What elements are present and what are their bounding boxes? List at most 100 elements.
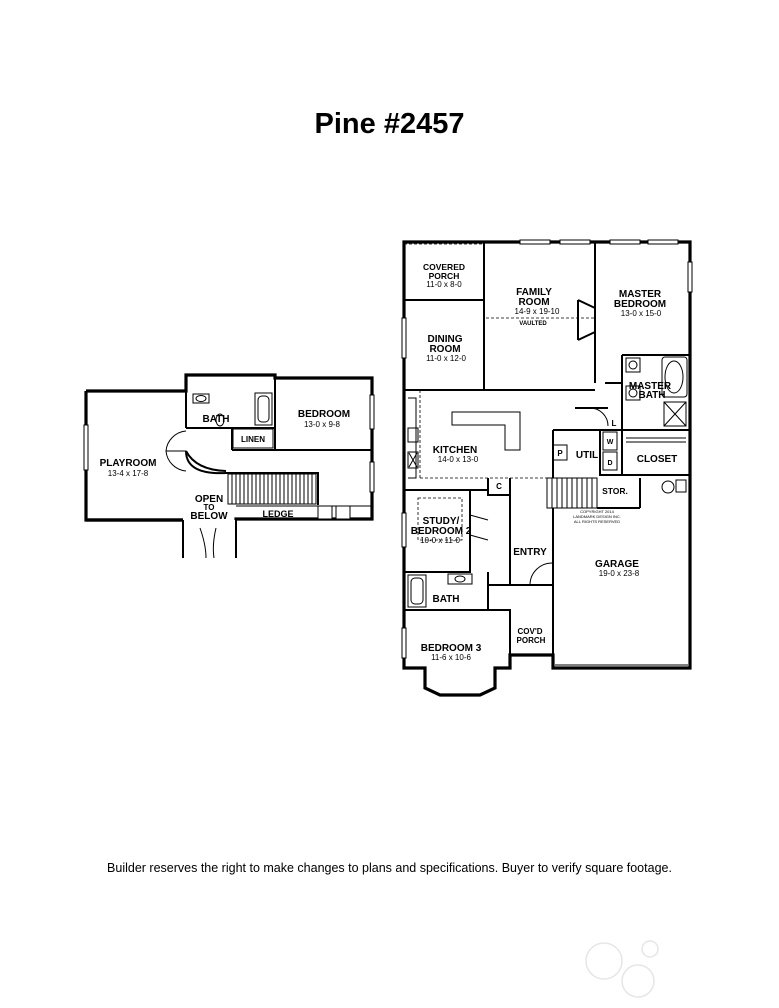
main-floor-outline [402, 240, 692, 697]
open-to-below-label-1: OPEN [195, 494, 223, 505]
playroom-dimensions: 13-4 x 17-8 [108, 469, 149, 478]
range-icon [407, 451, 419, 469]
stair-down-walls [182, 520, 237, 558]
closet-label: CLOSET [637, 454, 678, 465]
open-to-below-label-2: TO [204, 503, 215, 512]
vaulted-note: VAULTED [519, 321, 547, 327]
c-closet-walls [487, 478, 511, 496]
copyright-line-1: COPYRIGHT 2014 [580, 509, 614, 514]
sink-icon [447, 573, 473, 585]
entry-label: ENTRY [513, 547, 547, 558]
upper-bedroom-label: BEDROOM [298, 409, 350, 420]
upper-floor-west-wall [84, 391, 183, 522]
storage-walls [597, 478, 641, 509]
playroom-label: PLAYROOM [100, 458, 157, 469]
window [609, 239, 641, 245]
sink-icon [625, 357, 641, 373]
master-bedroom-label-1: MASTER [619, 289, 662, 300]
study-walls [404, 489, 488, 573]
door-swing-icon [165, 430, 187, 452]
kitchen-island-icon [451, 411, 521, 451]
storage-label: STOR. [602, 486, 628, 496]
upper-floor-outline [86, 373, 374, 522]
window [401, 317, 407, 359]
util-label: UTIL [576, 450, 598, 461]
study-label-2: BEDROOM 2 [411, 526, 472, 537]
upper-bath-label: BATH [202, 414, 229, 425]
page-title: Pine #2457 [314, 108, 465, 140]
covered-porch-dimensions: 11-0 x 8-0 [426, 280, 462, 289]
closet-walls [621, 430, 690, 476]
master-bath-label-1: MASTER [629, 381, 672, 392]
tub-icon [254, 392, 273, 426]
water-heater-icon [661, 480, 675, 494]
copyright-line-3: ALL RIGHTS RESERVED [574, 519, 620, 524]
family-room-dimensions: 14-9 x 19-10 [515, 307, 560, 316]
linen-label: LINEN [241, 435, 265, 444]
stairs-icon [546, 477, 598, 509]
covered-porch-label-1: COVERED [423, 262, 465, 272]
window [647, 239, 679, 245]
study-label-1: STUDY/ [423, 516, 460, 527]
master-bath-label-2: BATH [638, 390, 665, 401]
upper-bedroom-dimensions: 13-0 x 9-8 [304, 420, 341, 429]
window [369, 461, 375, 493]
pantry-label: P [557, 449, 563, 458]
watermark-logo-icon [585, 940, 659, 998]
dining-room-label-2: ROOM [429, 344, 460, 355]
bath-label: BATH [432, 594, 459, 605]
c-closet-label: C [496, 482, 502, 491]
ledge-label: LEDGE [262, 509, 293, 519]
dining-room-label-1: DINING [428, 334, 463, 345]
window [369, 394, 375, 430]
window [519, 239, 551, 245]
fireplace-icon [577, 299, 596, 341]
disclaimer-text: Builder reserves the right to make chang… [107, 861, 672, 875]
stairs-icon [227, 473, 317, 505]
linen-closet [232, 428, 274, 449]
bedroom3-label: BEDROOM 3 [421, 643, 482, 654]
dining-room-dimensions: 11-0 x 12-0 [426, 354, 466, 363]
family-room-label-2: ROOM [518, 297, 549, 308]
window [559, 239, 591, 245]
sink-icon [407, 427, 419, 443]
family-room-label-1: FAMILY [516, 287, 552, 298]
main-floor-plan: COVERED PORCH 11-0 x 8-0 FAMILY ROOM 14-… [401, 239, 693, 697]
door-swing-icon [589, 407, 609, 427]
master-bedroom-label-2: BEDROOM [614, 299, 666, 310]
shower-icon [663, 401, 687, 427]
tub-icon [407, 574, 427, 608]
linen-l-label: L [612, 419, 617, 428]
toilet-icon [215, 413, 225, 427]
garage-dimensions: 19-0 x 23-8 [599, 569, 640, 578]
bedroom3-dimensions: 11-6 x 10-6 [431, 653, 471, 662]
master-bath-walls [605, 354, 690, 430]
washer-label: W [607, 439, 614, 446]
sink-icon [625, 385, 641, 401]
entry-walls [488, 495, 553, 586]
kitchen-dimensions: 14-0 x 13-0 [438, 455, 479, 464]
stair-rail [185, 450, 319, 505]
dryer-icon [602, 451, 618, 471]
covered-porch-label-2: PORCH [429, 271, 460, 281]
copyright-line-2: LANDMARK DESIGN INC. [573, 514, 621, 519]
covd-porch-label-1: COV'D [517, 627, 542, 636]
kitchen-counter [408, 397, 417, 479]
dryer-label: D [607, 460, 612, 467]
door-swing-icon [529, 562, 554, 586]
utility-walls [599, 429, 622, 476]
window [401, 512, 407, 548]
window [687, 261, 693, 293]
window [401, 627, 407, 659]
upper-floor-plan: PLAYROOM 13-4 x 17-8 BATH LINEN BEDROOM … [83, 373, 375, 559]
study-dimensions: 10-0 x 11-0 [420, 536, 460, 545]
sink-icon [192, 393, 210, 404]
master-bedroom-dimensions: 13-0 x 15-0 [621, 309, 662, 318]
window [83, 424, 89, 471]
bedroom3-walls [404, 609, 511, 668]
washer-icon [602, 431, 618, 451]
garage-label: GARAGE [595, 559, 639, 570]
kitchen-label: KITCHEN [433, 445, 477, 456]
tub-icon [661, 356, 688, 398]
